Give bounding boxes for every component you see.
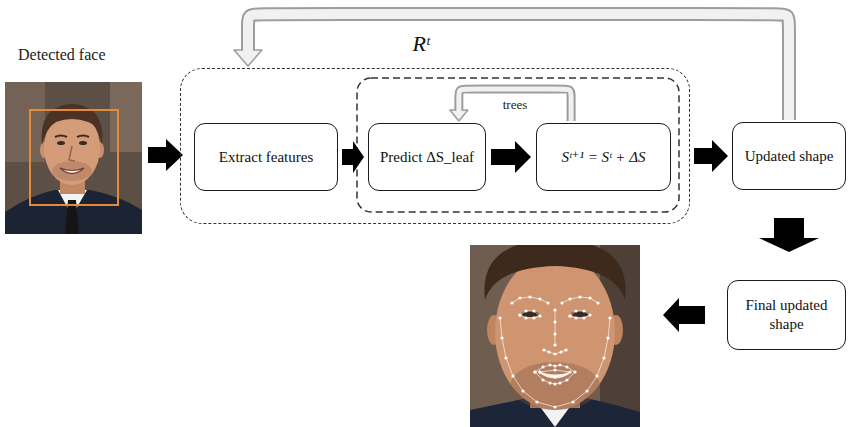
box-label: Final updated shape bbox=[734, 296, 839, 334]
landmark-photo bbox=[470, 245, 640, 427]
block-arrow bbox=[759, 218, 819, 252]
block-arrow bbox=[694, 140, 728, 172]
eye-landmarks bbox=[570, 311, 590, 318]
mouth-landmarks bbox=[535, 365, 575, 384]
face-photo bbox=[5, 82, 142, 234]
connector-outline bbox=[459, 89, 571, 121]
beard bbox=[510, 362, 600, 410]
photo-background bbox=[110, 82, 142, 152]
suit bbox=[5, 190, 142, 234]
landmark-points bbox=[500, 297, 610, 407]
eye bbox=[571, 311, 589, 317]
box-label: Extract features bbox=[219, 148, 314, 167]
nose-landmarks bbox=[555, 310, 556, 345]
connector-outline bbox=[248, 14, 789, 120]
detection-box bbox=[30, 110, 118, 205]
connector-arrow bbox=[234, 14, 789, 120]
process-box: Sᵗ⁺¹ = Sᵗ + ΔS bbox=[536, 123, 671, 191]
connector-arrow bbox=[491, 141, 531, 173]
eye-landmarks bbox=[520, 311, 540, 318]
connector-fill bbox=[248, 14, 789, 120]
group-box: Extract features Predict ΔS_leaf Sᵗ⁺¹ = Sᵗ… bbox=[180, 68, 690, 224]
connector-arrow bbox=[694, 140, 728, 172]
nose-landmarks bbox=[544, 350, 566, 354]
connector-fill bbox=[459, 89, 571, 121]
block-arrow bbox=[491, 141, 531, 173]
brow-landmarks bbox=[512, 297, 548, 303]
hair bbox=[484, 245, 625, 300]
nose bbox=[69, 146, 75, 161]
smile bbox=[60, 168, 84, 174]
connector-arrow bbox=[759, 218, 819, 252]
box-label: Updated shape bbox=[745, 147, 834, 166]
block-arrow bbox=[148, 139, 183, 171]
process-box: Predict ΔS_leaf bbox=[368, 123, 486, 191]
process-box: Extract features bbox=[194, 123, 338, 191]
box-label: Predict ΔS_leaf bbox=[380, 148, 474, 167]
eyebrow bbox=[55, 136, 67, 138]
face bbox=[495, 254, 615, 410]
block-arrow bbox=[663, 298, 705, 332]
connector-arrow bbox=[450, 89, 571, 121]
brow-landmarks bbox=[562, 297, 598, 303]
photo-background bbox=[5, 82, 45, 162]
box-label: Sᵗ⁺¹ = Sᵗ + ΔS bbox=[561, 148, 645, 167]
arrowhead bbox=[450, 110, 468, 121]
eyebrow bbox=[77, 136, 89, 138]
inner-dashed-box bbox=[357, 78, 679, 212]
connector-arrow bbox=[342, 141, 364, 173]
eye bbox=[79, 141, 87, 145]
block-arrow bbox=[342, 141, 364, 173]
process-box: Updated shape bbox=[732, 122, 846, 190]
group-title: Rᵗ bbox=[401, 33, 441, 55]
mouth-landmarks bbox=[540, 370, 570, 377]
caption-label: Detected face bbox=[18, 46, 105, 64]
eye bbox=[57, 141, 65, 145]
edge-label: trees bbox=[501, 97, 530, 113]
arrowhead bbox=[234, 50, 262, 66]
eye bbox=[521, 311, 539, 317]
process-box: Final updated shape bbox=[727, 280, 846, 350]
stubble bbox=[52, 161, 92, 181]
photo-background bbox=[5, 82, 142, 234]
